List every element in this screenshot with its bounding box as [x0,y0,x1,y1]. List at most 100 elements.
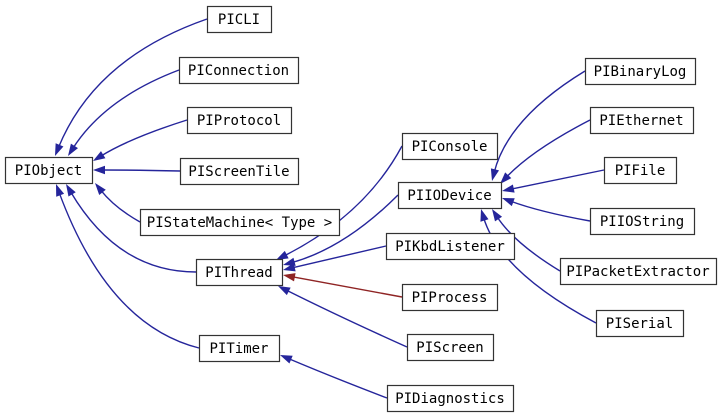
class-node-PIProtocol[interactable]: PIProtocol [186,106,293,135]
class-node-PIDiagnostics[interactable]: PIDiagnostics [386,384,515,413]
edge-PIConsole-to-PIThread [276,145,403,260]
class-label: PIProcess [412,290,488,306]
arrowhead-icon [93,151,106,161]
arrowhead-icon [95,183,106,195]
edge-PIScreenTile-to-PIObject [93,165,181,175]
inheritance-edge [288,357,388,399]
class-box[interactable] [385,232,516,261]
class-box[interactable] [206,5,273,34]
edge-PIBinaryLog-to-PIIODevice [490,70,586,181]
class-label: PIConnection [188,63,289,79]
class-label: PISerial [606,316,673,332]
arrowhead-icon [278,286,291,296]
inheritance-edge [57,18,208,148]
class-node-PIIODevice[interactable]: PIIODevice [397,181,503,210]
class-node-PIThread[interactable]: PIThread [195,258,284,287]
edge-PIDiagnostics-to-PITimer [280,355,388,399]
arrowhead-icon [283,257,296,266]
class-box[interactable] [559,257,718,286]
arrowhead-icon [276,250,289,260]
inheritance-edge [291,194,399,264]
arrowhead-icon [68,143,78,156]
class-label: PITimer [209,341,268,357]
inheritance-edge [100,119,188,157]
edge-PIEthernet-to-PIIODevice [500,119,591,184]
arrowhead-icon [280,355,293,364]
class-node-PIEthernet[interactable]: PIEthernet [589,106,695,135]
class-node-PIScreen[interactable]: PIScreen [406,333,495,362]
inheritance-edge [72,69,180,149]
class-label: PIObject [15,163,82,179]
class-node-PIProcess[interactable]: PIProcess [401,283,499,312]
class-label: PIIODevice [407,188,491,204]
class-label: PIScreenTile [188,164,289,180]
class-box[interactable] [406,333,495,362]
class-box[interactable] [195,258,284,287]
inheritance-edge [101,169,181,172]
class-node-PISerial[interactable]: PISerial [595,309,685,338]
class-box[interactable] [603,156,678,185]
class-box[interactable] [179,157,300,186]
class-node-PIStateMachine[interactable]: PIStateMachine< Type > [139,208,341,237]
inheritance-edge [505,119,591,178]
class-box[interactable] [595,309,685,338]
arrowhead-icon [492,209,503,222]
class-node-PIIOString[interactable]: PIIOString [589,207,696,236]
inheritance-edge [69,191,197,273]
class-node-PIConnection[interactable]: PIConnection [178,56,300,85]
edge-PIThread-to-PIObject [66,184,197,273]
arrowhead-icon [283,273,296,282]
edge-PIConnection-to-PIObject [68,69,180,156]
class-node-PICLI[interactable]: PICLI [206,5,273,34]
inheritance-edge [291,245,387,269]
class-node-PIObject[interactable]: PIObject [4,156,94,185]
inheritance-edge [496,216,561,272]
class-box[interactable] [401,283,499,312]
inheritance-edge [285,289,408,348]
class-label: PIProtocol [197,113,281,129]
class-label: PIScreen [416,340,483,356]
class-box[interactable] [178,56,300,85]
class-node-PIPacketExtractor[interactable]: PIPacketExtractor [559,257,718,286]
class-label: PIIOString [600,214,684,230]
arrowhead-icon [55,143,64,156]
class-box[interactable] [186,106,293,135]
inheritance-edge [493,70,586,173]
edge-PIProcess-to-PIThread [283,273,403,298]
class-node-PITimer[interactable]: PITimer [198,334,281,363]
class-label: PIDiagnostics [395,391,505,407]
inheritance-edge [100,189,141,223]
class-label: PIBinaryLog [594,64,687,80]
edge-PIPacketExtractor-to-PIIODevice [492,209,561,272]
edge-PIIODevice-to-PIThread [283,194,399,266]
edge-PIIOString-to-PIIODevice [502,198,591,222]
edge-PITimer-to-PIObject [56,184,200,349]
class-node-PIKbdListener[interactable]: PIKbdListener [385,232,516,261]
arrowhead-icon [93,165,105,175]
class-box[interactable] [397,181,503,210]
class-label: PIFile [615,163,666,179]
class-box[interactable] [401,132,499,161]
edge-PICLI-to-PIObject [55,18,208,156]
class-box[interactable] [198,334,281,363]
arrowhead-icon [502,184,515,193]
class-node-PIConsole[interactable]: PIConsole [401,132,499,161]
class-box[interactable] [4,156,94,185]
arrowhead-icon [56,184,65,197]
class-box[interactable] [589,207,696,236]
inheritance-edge [58,192,200,349]
class-node-PIFile[interactable]: PIFile [603,156,678,185]
class-box[interactable] [139,208,341,237]
edge-PISerial-to-PIIODevice [480,209,597,324]
edge-PIStateMachine-to-PIObject [95,183,141,223]
class-box[interactable] [584,57,697,86]
class-box[interactable] [386,384,515,413]
class-node-PIScreenTile[interactable]: PIScreenTile [179,157,300,186]
edge-PIKbdListener-to-PIThread [283,245,387,272]
class-box[interactable] [589,106,695,135]
arrowhead-icon [283,263,296,272]
class-node-PIBinaryLog[interactable]: PIBinaryLog [584,57,697,86]
edge-PIScreen-to-PIThread [278,286,408,348]
